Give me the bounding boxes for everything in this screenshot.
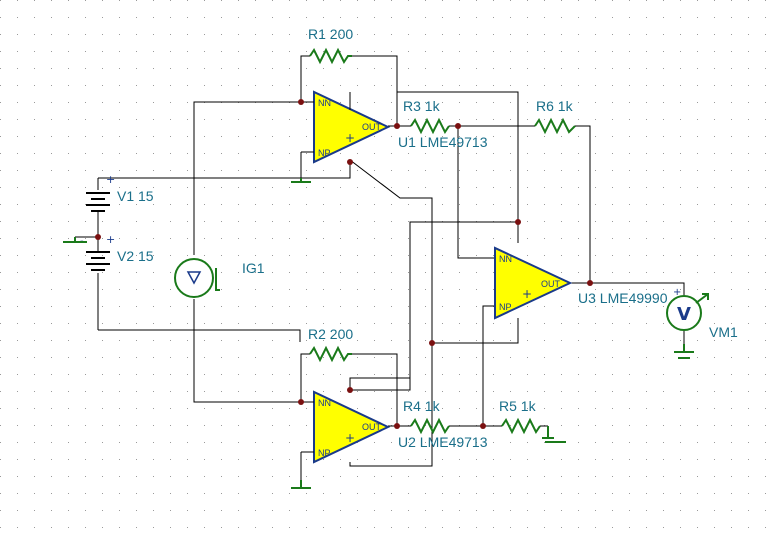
r1-label: R1 200 <box>308 26 353 42</box>
junctions <box>95 99 593 429</box>
opamp-u2[interactable]: NN NP OUT + <box>301 390 391 464</box>
u3-label: U3 LME49990 <box>578 290 668 306</box>
u2-pin-np-label: NP <box>318 448 331 458</box>
ground-u1-np <box>291 178 311 183</box>
voltmeter-vm1[interactable]: V + <box>666 287 709 331</box>
u2-pin-nn-label: NN <box>318 398 331 408</box>
u2-label: U2 LME49713 <box>398 434 488 450</box>
u1-plus-sign: + <box>345 131 355 145</box>
resistor-r1[interactable] <box>309 47 352 65</box>
r6-label: R6 1k <box>536 98 574 114</box>
u1-pin-np-label: NP <box>318 148 331 158</box>
r4-label: R4 1k <box>403 398 441 414</box>
u2-plus-sign: + <box>345 431 355 445</box>
u3-pin-np-label: NP <box>499 302 512 312</box>
u1-label: U1 LME49713 <box>398 134 488 150</box>
resistor-r3[interactable] <box>410 117 450 135</box>
u3-pin-out-label: OUT <box>541 279 561 289</box>
ground-r5 <box>542 426 566 443</box>
r5-label: R5 1k <box>499 398 537 414</box>
current-source-ig1[interactable] <box>174 258 220 298</box>
ground-u2-np <box>291 480 311 489</box>
v1-plus-mark: + <box>106 173 115 186</box>
vm1-symbol: V <box>677 304 691 325</box>
u1-pin-out-label: OUT <box>362 122 382 132</box>
r3-label: R3 1k <box>403 98 441 114</box>
wires <box>75 55 685 480</box>
r2-label: R2 200 <box>308 326 353 342</box>
ground-battery-mid <box>63 237 87 243</box>
u1-pin-nn-label: NN <box>318 98 331 108</box>
vm1-plus-mark: + <box>673 287 681 298</box>
u2-pin-out-label: OUT <box>362 422 382 432</box>
u3-pin-nn-label: NN <box>499 254 512 264</box>
vm1-label: VM1 <box>709 324 738 340</box>
resistor-r4[interactable] <box>410 417 450 435</box>
v2-plus-mark: + <box>106 233 115 246</box>
ig1-label: IG1 <box>242 260 265 276</box>
resistor-r2[interactable] <box>309 345 352 363</box>
opamp-u3[interactable]: NN NP OUT + <box>494 246 573 320</box>
resistor-r6[interactable] <box>534 117 576 135</box>
labels: R1 200 R3 1k R6 1k U1 LME49713 V1 15 V2 … <box>117 26 738 450</box>
ground-vm1 <box>674 344 694 359</box>
opamp-u1[interactable]: NN NP OUT + <box>301 90 391 164</box>
u3-plus-sign: + <box>522 287 532 301</box>
battery-v1[interactable]: + <box>86 173 115 212</box>
resistor-r5[interactable] <box>501 417 541 435</box>
v1-label: V1 15 <box>117 188 154 204</box>
v2-label: V2 15 <box>117 248 154 264</box>
